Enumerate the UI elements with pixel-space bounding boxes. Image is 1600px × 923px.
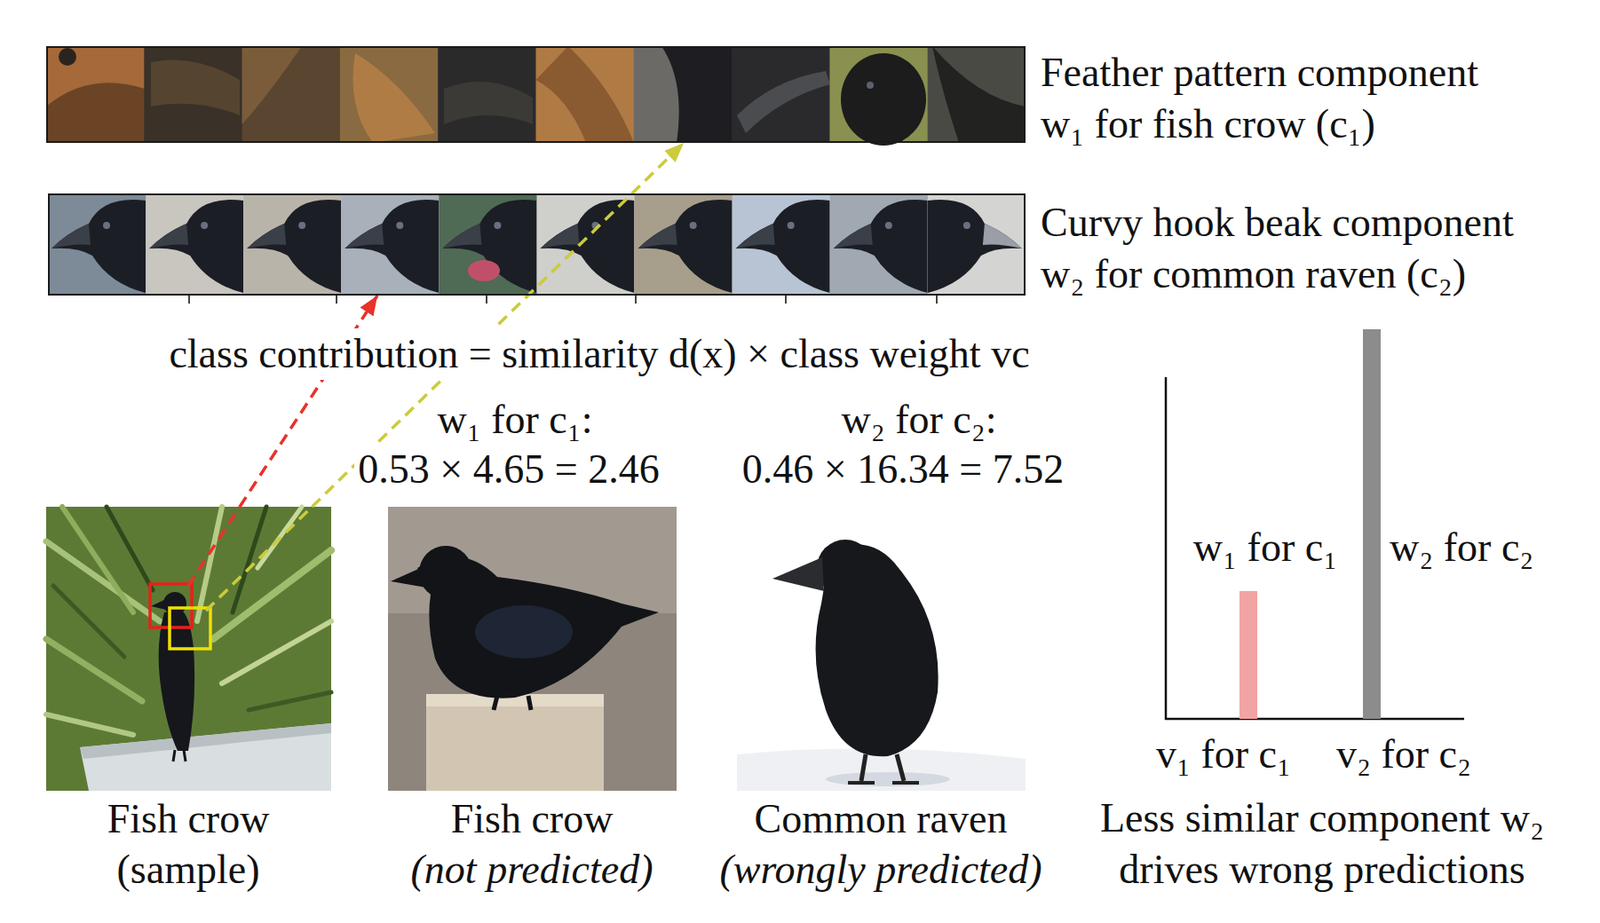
photo-caption: Fish crow [451,793,614,846]
chart-caption: Less similar component w₂ drives wrong p… [1083,792,1561,896]
bar-label: w₂ for c₂ [1389,522,1534,574]
bar-label: w₁ for c₁ [1193,522,1338,574]
sample-photo [46,506,332,792]
dashed-arrow [311,142,684,507]
photo: Fish crow(not predicted) [388,506,677,792]
raven-photo [736,506,1026,792]
photo: Common raven(wrongly predicted) [736,506,1026,792]
component-label: Curvy hook beak component w₂ for common … [1040,197,1521,301]
bar: w₁ for c₁ [1239,591,1258,720]
axis-label: v₁ for c₁ [1152,728,1295,781]
photo-caption: Fish crow [107,793,270,846]
axis-label: v₂ for c₂ [1332,728,1475,781]
photo: Fish crow(sample) [46,506,332,792]
formula: class contribution = similarity d(x) × c… [165,328,1033,381]
photo-caption: (not predicted) [411,844,654,896]
component-label: Feather pattern component w₁ for fish cr… [1040,47,1521,151]
beak-patches [47,193,1026,296]
photo-caption: (wrongly predicted) [719,844,1042,896]
photo-caption: (sample) [117,844,261,896]
strip-ticks [189,295,937,304]
fish-crow-photo [388,506,677,792]
term-label: w₁ for c₁: [433,394,596,446]
feather-patches [46,46,1026,146]
bar: w₂ for c₂ [1362,329,1381,720]
feature-strip: Feather pattern component w₁ for fish cr… [46,46,1026,143]
feature-strip: Curvy hook beak component w₂ for common … [47,193,1026,296]
equation: 0.46 × 16.34 = 7.52 [738,443,1068,496]
term-label: w₂ for c₂: [837,394,1000,446]
equation: 0.53 × 4.65 = 2.46 [354,443,663,496]
photo-caption: Common raven [754,793,1008,846]
